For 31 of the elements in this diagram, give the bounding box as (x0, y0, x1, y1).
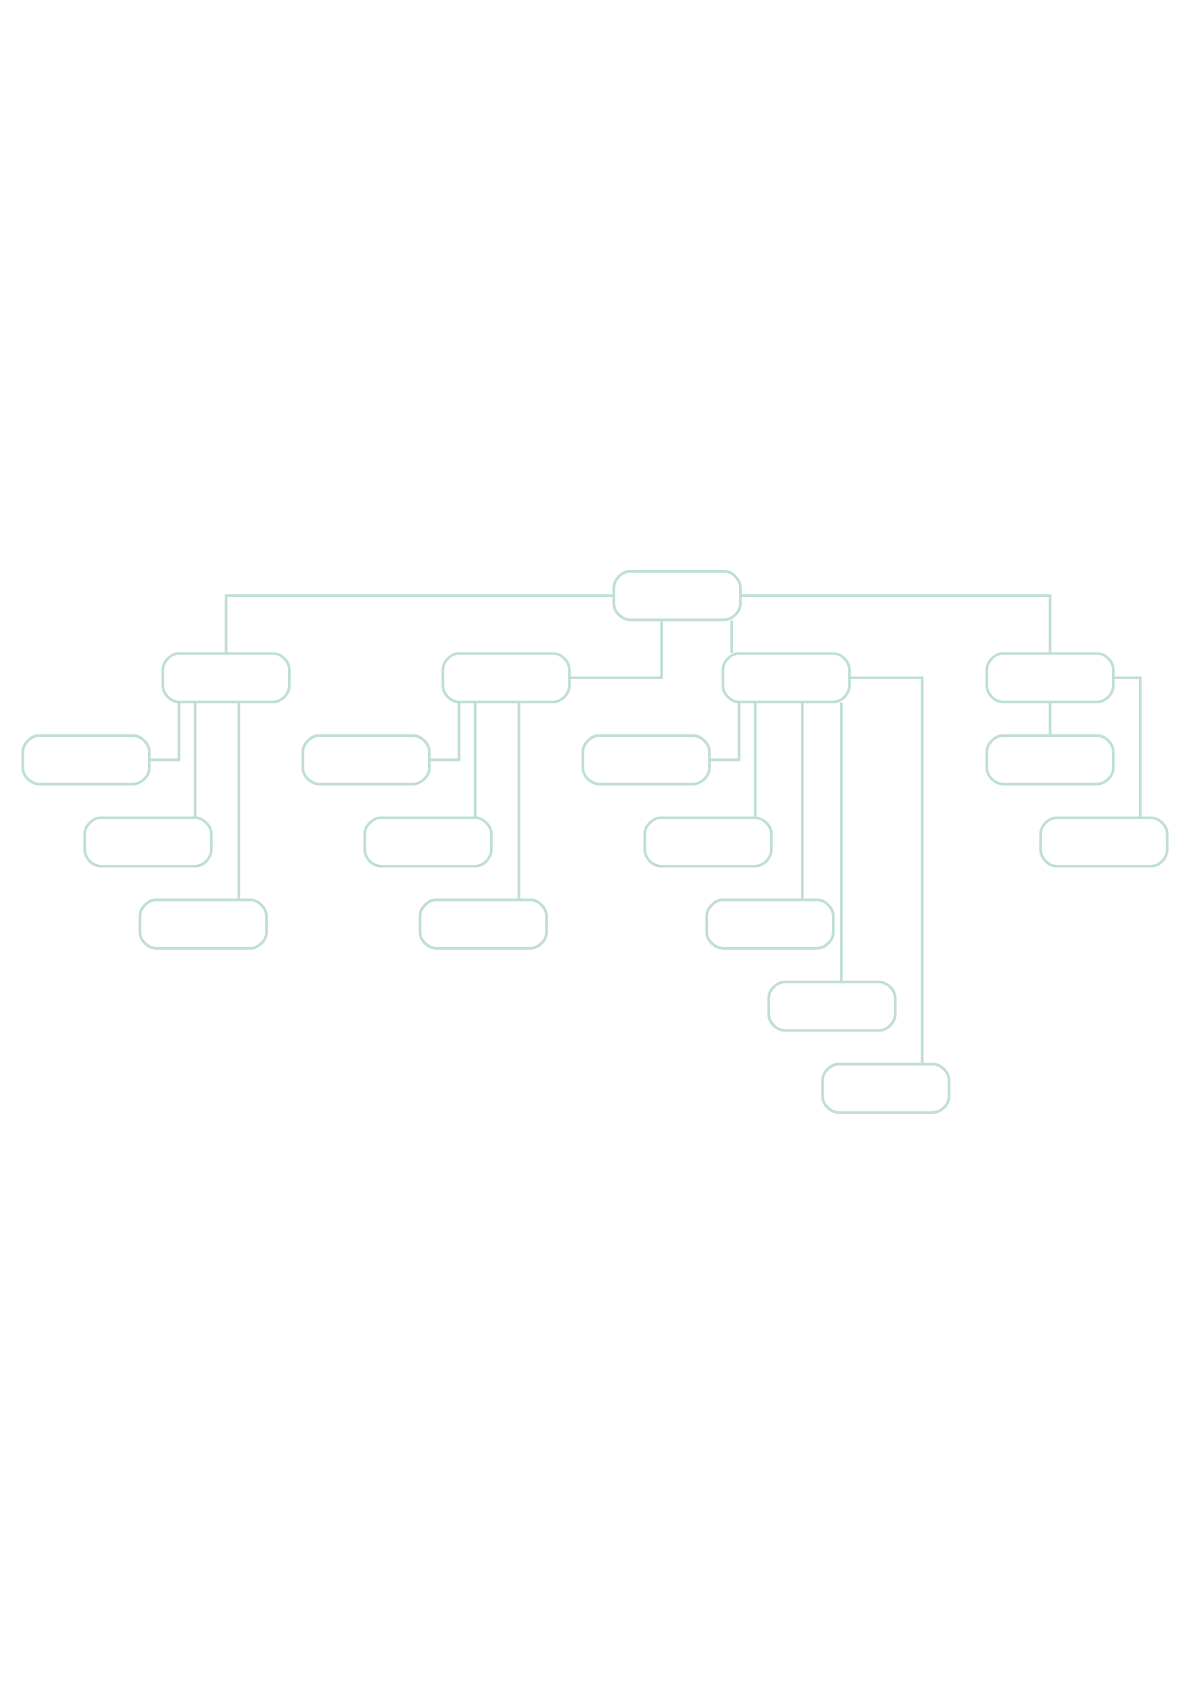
node-box (985, 734, 1115, 786)
connector (569, 620, 663, 680)
connector (517, 702, 521, 900)
connector (473, 702, 477, 818)
node-box (441, 652, 571, 704)
connector (1048, 702, 1052, 736)
node-box (363, 816, 493, 868)
node-box (643, 816, 773, 868)
node-box (581, 734, 711, 786)
connector (840, 702, 843, 982)
connector (224, 594, 614, 654)
node-box (138, 898, 268, 950)
node-box (1039, 816, 1169, 868)
node-box (161, 652, 291, 704)
connector (801, 702, 804, 900)
node-box (721, 652, 851, 704)
node-box (21, 734, 151, 786)
node-box (821, 1062, 951, 1114)
node-box (418, 898, 548, 950)
connector (753, 702, 757, 818)
connector (237, 702, 241, 900)
connector (849, 676, 924, 1064)
connector (730, 620, 733, 654)
node-box (301, 734, 431, 786)
connector (740, 594, 1052, 654)
connector (193, 702, 197, 818)
node-box (612, 570, 742, 622)
node-box (985, 652, 1115, 704)
node-box (767, 980, 897, 1032)
node-box (83, 816, 213, 868)
node-box (705, 898, 835, 950)
